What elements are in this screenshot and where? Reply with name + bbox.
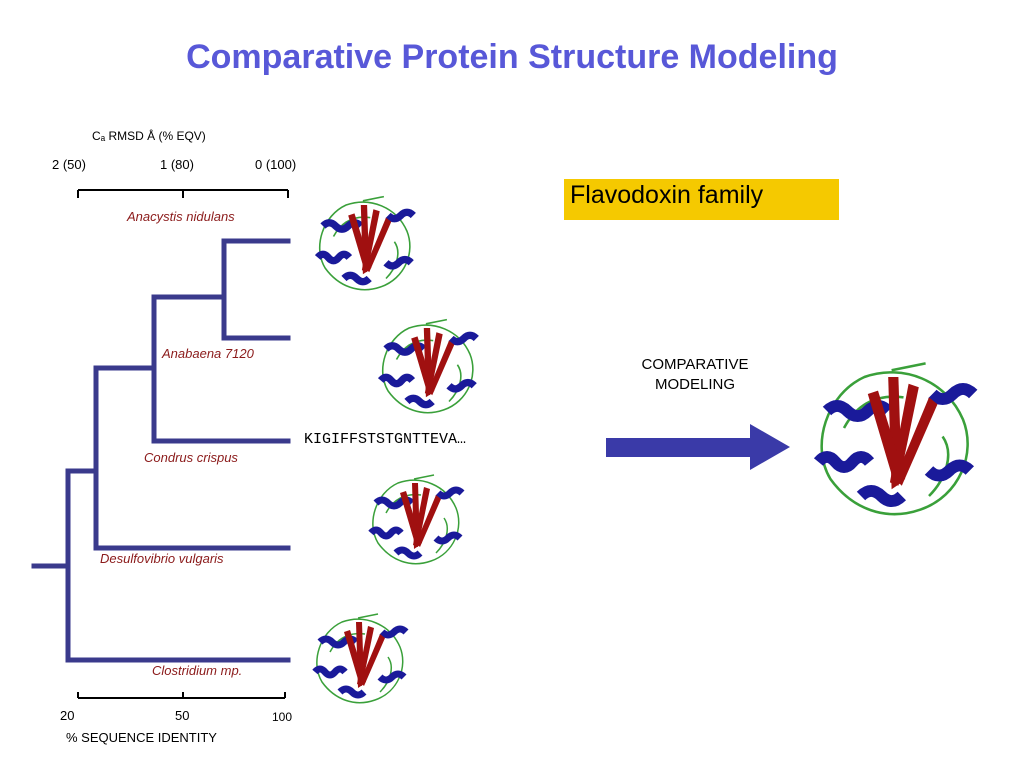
identity-axis [77, 692, 286, 699]
comparative-modeling-label: COMPARATIVE MODELING [605, 355, 785, 395]
protein-structure-desulfovibrio [371, 475, 462, 564]
species-label-anabaena: Anabaena 7120 [162, 346, 254, 361]
comparative-modeling-line1: COMPARATIVE [641, 356, 749, 373]
rmsd-axis [77, 189, 289, 198]
phylogenetic-tree [31, 238, 291, 663]
identity-tick-3: 100 [272, 710, 293, 724]
identity-axis-label: % SEQUENCE IDENTITY [66, 730, 217, 745]
rmsd-tick-3: 0 (100) [255, 157, 297, 172]
protein-structure-clostridium [315, 614, 406, 703]
protein-structure-anabaena [381, 320, 477, 413]
right-arrow-icon [606, 424, 790, 470]
rmsd-axis-label: Cₐ RMSD Å (% EQV) [92, 129, 206, 143]
comparative-modeling-line2: MODELING [654, 376, 735, 393]
protein-structure-anacystis [318, 197, 414, 290]
identity-tick-1: 20 [60, 708, 75, 723]
rmsd-tick-2: 1 (80) [160, 157, 194, 172]
protein-structure-model [819, 363, 974, 514]
family-label-box: Flavodoxin family [564, 179, 839, 220]
rmsd-tick-1: 2 (50) [52, 157, 86, 172]
species-label-anacystis: Anacystis nidulans [127, 209, 235, 224]
target-sequence: KIGIFFSTSTGNTTEVA… [304, 431, 467, 448]
identity-tick-2: 50 [175, 708, 190, 723]
family-label: Flavodoxin family [570, 181, 764, 209]
page-title: Comparative Protein Structure Modeling [186, 38, 838, 76]
species-label-condrus: Condrus crispus [144, 450, 238, 465]
species-label-clostridium: Clostridium mp. [152, 663, 243, 678]
species-label-desulfovibrio: Desulfovibrio vulgaris [100, 551, 224, 566]
